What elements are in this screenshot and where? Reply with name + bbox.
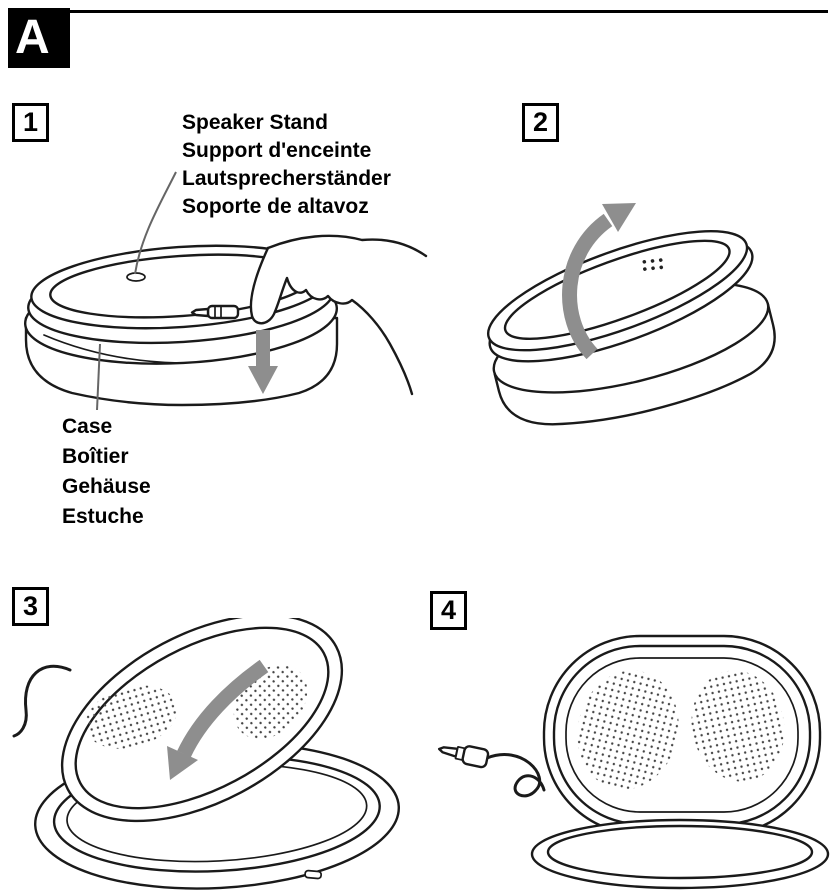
stand-tray [530, 818, 830, 890]
speaker-cord [485, 753, 546, 798]
down-arrow-icon [248, 330, 278, 394]
illustration-step-4 [437, 634, 830, 890]
speaker-stand-label-line-2: Support d'enceinte [182, 139, 372, 162]
illustration-step-1 [23, 171, 428, 411]
case-label-line-4: Estuche [62, 505, 144, 528]
speaker-stand-label-line-3: Lautsprecherständer [182, 167, 391, 190]
section-letter: A [15, 11, 50, 64]
hand-icon [249, 234, 428, 396]
step-1-number-text: 1 [22, 107, 39, 137]
case-label-line-2: Boîtier [62, 445, 129, 468]
stored-plug-latch [190, 304, 240, 320]
case-label-line-3: Gehäuse [62, 475, 151, 498]
case-label: Case Boîtier Gehäuse Estuche [62, 412, 151, 532]
speaker-cable [12, 664, 72, 738]
speaker-stand-label-line-4: Soporte de altavoz [182, 195, 369, 218]
step-1-number: 1 [12, 103, 49, 142]
illustration-step-3 [12, 618, 400, 890]
section-label: A [8, 8, 70, 68]
step-2-number-text: 2 [532, 107, 549, 137]
speaker-stand-label: Speaker Stand Support d'enceinte Lautspr… [182, 109, 391, 221]
rotate-open-arrow-icon [562, 203, 636, 360]
step-4-number: 4 [430, 591, 467, 630]
step-3-number: 3 [12, 587, 49, 626]
step-2-number: 2 [522, 103, 559, 142]
case-opening-drawing [486, 230, 776, 426]
case-leader-line [96, 343, 101, 411]
speaker-grille-right [691, 670, 785, 782]
speaker-upright [542, 634, 822, 836]
illustration-step-2 [486, 203, 776, 426]
speaker-stand-label-line-1: Speaker Stand [182, 111, 328, 134]
rotate-close-arrow-icon [167, 659, 269, 780]
step-4-number-text: 4 [440, 595, 457, 625]
case-label-line-1: Case [62, 415, 113, 438]
step-3-number-text: 3 [22, 591, 39, 621]
speaker-grille-left [577, 670, 679, 790]
top-rule [8, 10, 828, 13]
speaker-grille-left [85, 685, 178, 749]
plug-icon [437, 745, 490, 769]
speaker-stand-leader-line [134, 171, 177, 275]
stand-pin-holes [642, 258, 664, 271]
